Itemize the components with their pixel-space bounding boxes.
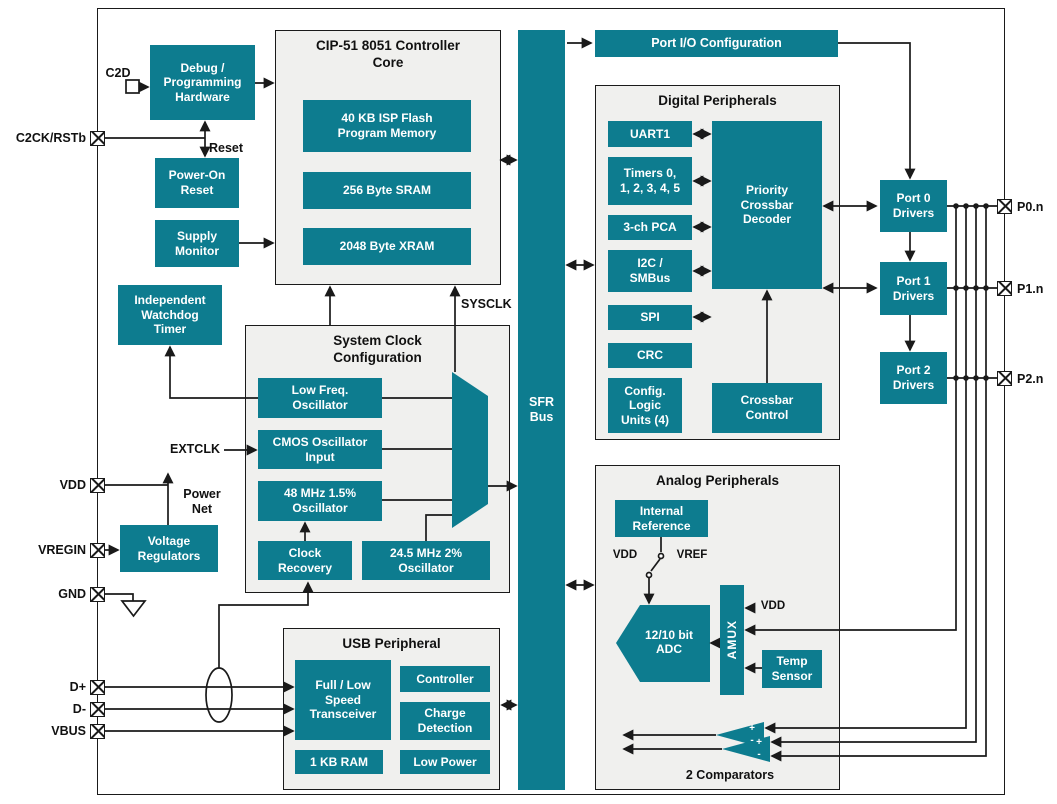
block-power-on-reset: Power-On Reset	[155, 158, 239, 208]
block-crossbar-control: Crossbar Control	[712, 383, 822, 433]
pin-c2ck-rstb	[90, 131, 105, 146]
block-cmos-oscillator-input: CMOS Oscillator Input	[258, 430, 382, 469]
vdd-amux-label: VDD	[760, 600, 786, 612]
block-port2-drivers: Port 2 Drivers	[880, 352, 947, 404]
block-uart1: UART1	[608, 121, 692, 147]
comparator2-minus: -	[757, 748, 761, 760]
block-crc: CRC	[608, 343, 692, 368]
pin-p2n	[997, 371, 1012, 386]
pin-label-p2n: P2.n	[1017, 372, 1044, 386]
comparator2-plus: +	[756, 736, 762, 748]
block-port0-drivers: Port 0 Drivers	[880, 180, 947, 232]
block-internal-reference: Internal Reference	[615, 500, 708, 537]
pin-dminus	[90, 702, 105, 717]
pin-gnd	[90, 587, 105, 602]
block-charge-detection: Charge Detection	[400, 702, 490, 740]
pin-p0n	[997, 199, 1012, 214]
extclk-label: EXTCLK	[170, 442, 220, 456]
pin-label-vregin: VREGIN	[38, 543, 86, 557]
block-low-freq-oscillator: Low Freq. Oscillator	[258, 378, 382, 418]
block-timers: Timers 0, 1, 2, 3, 4, 5	[608, 157, 692, 205]
reset-label: Reset	[209, 141, 244, 155]
group-usb-title: USB Peripheral	[342, 636, 441, 651]
block-temp-sensor: Temp Sensor	[762, 650, 822, 688]
chip-boundary	[97, 8, 1005, 795]
pin-label-dplus: D+	[69, 680, 86, 694]
vref-switch-label: VREF	[676, 549, 708, 561]
block-port1-drivers: Port 1 Drivers	[880, 262, 947, 315]
block-crossbar-decoder: Priority Crossbar Decoder	[712, 121, 822, 289]
block-clock-recovery: Clock Recovery	[258, 541, 352, 580]
group-clock-title: System Clock Configuration	[333, 333, 422, 365]
pin-vregin	[90, 543, 105, 558]
block-usb-transceiver: Full / Low Speed Transceiver	[295, 660, 391, 740]
vdd-switch-label: VDD	[612, 549, 638, 561]
pin-vdd	[90, 478, 105, 493]
pin-label-p1n: P1.n	[1017, 282, 1044, 296]
block-config-logic-units: Config. Logic Units (4)	[608, 378, 682, 433]
block-debug-programming-hardware: Debug / Programming Hardware	[150, 45, 255, 120]
sysclk-label: SYSCLK	[461, 297, 512, 311]
pin-label-dminus: D-	[72, 702, 86, 716]
sfr-bus-bar: SFR Bus	[518, 30, 565, 790]
block-amux: AMUX	[720, 585, 744, 695]
block-usb-controller: Controller	[400, 666, 490, 692]
comparators-label: 2 Comparators	[685, 768, 775, 782]
c2d-label: C2D	[105, 66, 131, 80]
pin-label-p0n: P0.n	[1017, 200, 1044, 214]
block-supply-monitor: Supply Monitor	[155, 220, 239, 267]
pin-p1n	[997, 281, 1012, 296]
pin-label-vdd: VDD	[59, 478, 86, 492]
pin-dplus	[90, 680, 105, 695]
block-watchdog-timer: Independent Watchdog Timer	[118, 285, 222, 345]
block-low-power: Low Power	[400, 750, 490, 774]
power-net-label: Power Net	[183, 487, 221, 516]
block-i2c-smbus: I2C / SMBus	[608, 250, 692, 292]
block-port-io-configuration: Port I/O Configuration	[595, 30, 838, 57]
block-usb-ram: 1 KB RAM	[295, 750, 383, 774]
block-sram: 256 Byte SRAM	[303, 172, 471, 209]
block-245mhz-oscillator: 24.5 MHz 2% Oscillator	[362, 541, 490, 580]
block-pca: 3-ch PCA	[608, 215, 692, 240]
group-analog-title: Analog Peripherals	[655, 473, 780, 488]
block-flash-memory: 40 KB ISP Flash Program Memory	[303, 100, 471, 152]
pin-label-gnd: GND	[58, 587, 86, 601]
amux-label: AMUX	[724, 620, 739, 660]
pin-label-c2ck-rstb: C2CK/RSTb	[15, 131, 86, 145]
adc-label: 12/10 bit ADC	[644, 627, 694, 656]
group-core-title: CIP-51 8051 Controller Core	[315, 38, 461, 70]
block-48mhz-oscillator: 48 MHz 1.5% Oscillator	[258, 481, 382, 521]
block-xram: 2048 Byte XRAM	[303, 228, 471, 265]
block-spi: SPI	[608, 305, 692, 330]
group-digital-title: Digital Peripherals	[658, 93, 777, 108]
block-voltage-regulators: Voltage Regulators	[120, 525, 218, 572]
pin-vbus	[90, 724, 105, 739]
pin-label-vbus: VBUS	[51, 724, 86, 738]
comparator1-plus: +	[749, 722, 755, 734]
comparator1-minus: -	[750, 734, 754, 746]
